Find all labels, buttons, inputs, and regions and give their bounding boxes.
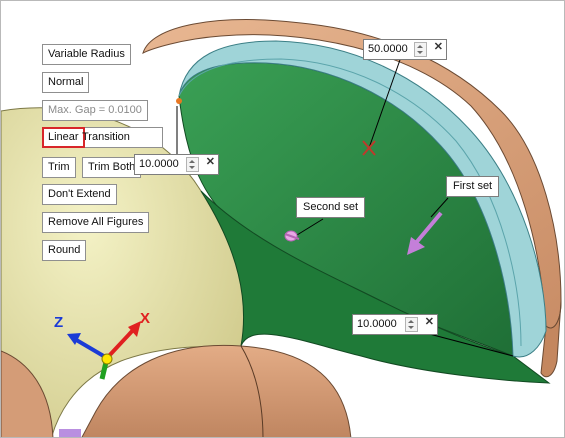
x-axis-label: X [140, 310, 151, 327]
axis-triad-icon [67, 321, 141, 380]
fillet-edge [178, 58, 522, 347]
left-radius-close-icon[interactable]: ✕ [205, 156, 215, 168]
variable-radius-button[interactable]: Variable Radius [42, 44, 131, 65]
trim-both-button[interactable]: Trim Both [82, 157, 142, 178]
left-curve-part [1, 350, 54, 437]
second-set-marker-icon [284, 230, 300, 242]
linear-button[interactable]: Linear [42, 127, 85, 148]
max-gap-button[interactable]: Max. Gap = 0.0100 [42, 100, 148, 121]
radius-marker-icon-left [176, 98, 182, 104]
top-radius-value[interactable]: 50.0000 [368, 43, 408, 55]
left-radius-field[interactable]: 10.0000 ✕ [134, 154, 219, 175]
left-radius-value[interactable]: 10.0000 [139, 158, 179, 170]
left-radius-spinner-icon[interactable] [186, 157, 199, 172]
top-radius-close-icon[interactable]: ✕ [433, 41, 443, 53]
transition-button[interactable]: Transition [82, 131, 130, 143]
second-set-label: Second set [296, 197, 366, 218]
first-set-label: First set [446, 176, 500, 197]
normal-button[interactable]: Normal [42, 72, 90, 93]
bottom-radius-close-icon[interactable]: ✕ [424, 316, 434, 328]
radius-marker-icon [362, 140, 376, 156]
z-axis-label: Z [54, 314, 64, 331]
fillet-surface [178, 40, 547, 358]
view-corner-swatch [59, 429, 81, 437]
bottom-radius-spinner-icon[interactable] [405, 317, 418, 332]
first-set-arrow-icon [407, 211, 443, 255]
cone-outer [200, 190, 551, 384]
remove-all-figures-button[interactable]: Remove All Figures [42, 212, 150, 233]
flange-rim [540, 300, 562, 378]
bottom-part-seam [240, 345, 264, 437]
top-radius-spinner-icon[interactable] [414, 42, 427, 57]
top-radius-field[interactable]: 50.0000 ✕ [363, 39, 447, 60]
bottom-radius-value[interactable]: 10.0000 [357, 318, 397, 330]
trim-button[interactable]: Trim [42, 157, 76, 178]
bottom-radius-field[interactable]: 10.0000 ✕ [352, 314, 438, 335]
transition-button-group: Linear Transition [42, 127, 163, 148]
round-button[interactable]: Round [42, 240, 87, 261]
dont-extend-button[interactable]: Don't Extend [42, 184, 117, 205]
